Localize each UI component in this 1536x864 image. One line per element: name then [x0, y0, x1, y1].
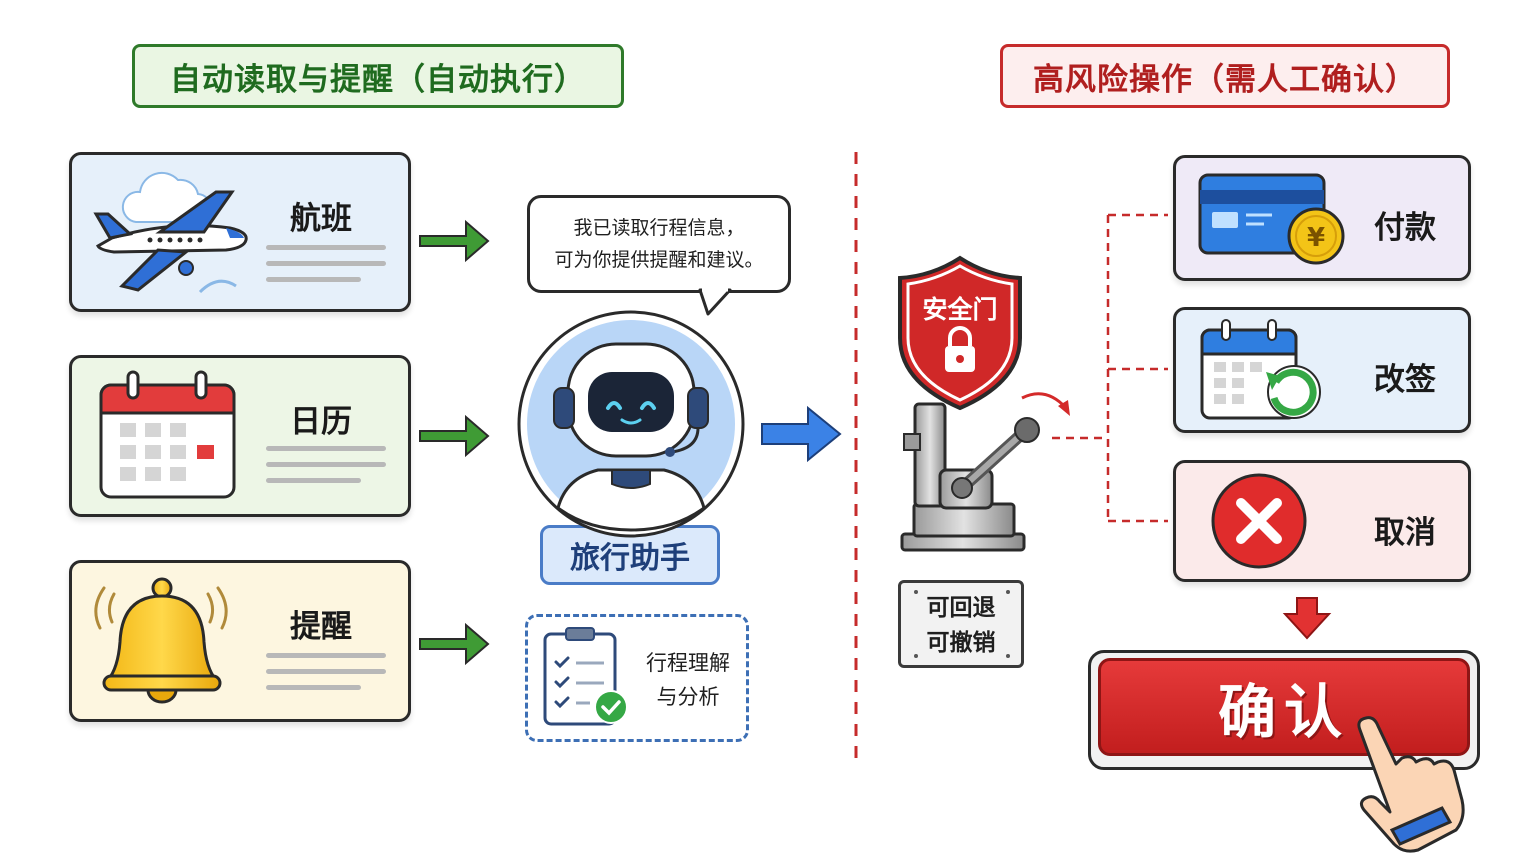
sign-line-2: 可撤销: [926, 630, 996, 656]
bubble-line-1: 我已读取行程信息，: [573, 217, 745, 239]
red-down-arrow: [1282, 597, 1332, 640]
text-line: [266, 277, 361, 282]
shield-label: 安全门: [922, 295, 997, 324]
green-arrow: [419, 414, 490, 458]
blue-arrow: [761, 405, 842, 463]
manual-confirm-banner: 高风险操作（需人工确认）: [1000, 44, 1450, 108]
reversible-sign: 可回退 可撤销: [898, 580, 1024, 668]
credit-card-icon: [1198, 173, 1345, 265]
reschedule-card-title: 改签: [1374, 362, 1436, 398]
text-line: [266, 462, 386, 467]
green-arrow: [419, 219, 490, 263]
text-line: [266, 669, 386, 674]
text-line: [266, 653, 386, 658]
auto-execution-banner: 自动读取与提醒（自动执行）: [132, 44, 624, 108]
bell-icon: [94, 577, 228, 704]
calendar-refresh-icon: [1200, 319, 1321, 420]
analysis-line-2: 与分析: [656, 685, 720, 709]
cancel-x-icon: [1211, 473, 1307, 569]
currency-symbol: ¥: [1307, 223, 1325, 253]
flight-card-title: 航班: [290, 201, 352, 237]
analysis-line-1: 行程理解: [646, 651, 730, 675]
text-line: [266, 261, 386, 266]
text-line: [266, 685, 361, 690]
robot-avatar-icon: [517, 310, 745, 538]
calendar-icon: [99, 370, 236, 499]
text-line: [266, 245, 386, 250]
dashed-connector: [1052, 213, 1168, 523]
calendar-card-title: 日历: [290, 404, 352, 440]
confirm-button[interactable]: 确认: [1098, 658, 1470, 756]
clipboard-checklist-icon: [543, 627, 628, 726]
cancel-card-title: 取消: [1374, 515, 1436, 551]
payment-card-title: 付款: [1374, 210, 1436, 246]
safety-gate-lever-icon: [900, 392, 1070, 658]
shield-lock-icon: [898, 255, 1022, 411]
reminder-card: 提醒: [69, 560, 411, 722]
text-line: [266, 478, 361, 483]
bubble-line-2: 可为你提供提醒和建议。: [554, 249, 764, 271]
airplane-icon: [93, 171, 248, 294]
sign-line-1: 可回退: [926, 595, 996, 621]
green-arrow: [419, 622, 490, 666]
analysis-text: 行程理解 与分析: [636, 646, 740, 714]
text-line: [266, 446, 386, 451]
assistant-speech-bubble: 我已读取行程信息， 可为你提供提醒和建议。: [527, 195, 791, 293]
pointing-hand-icon: [1357, 716, 1465, 853]
reminder-card-title: 提醒: [290, 609, 352, 645]
